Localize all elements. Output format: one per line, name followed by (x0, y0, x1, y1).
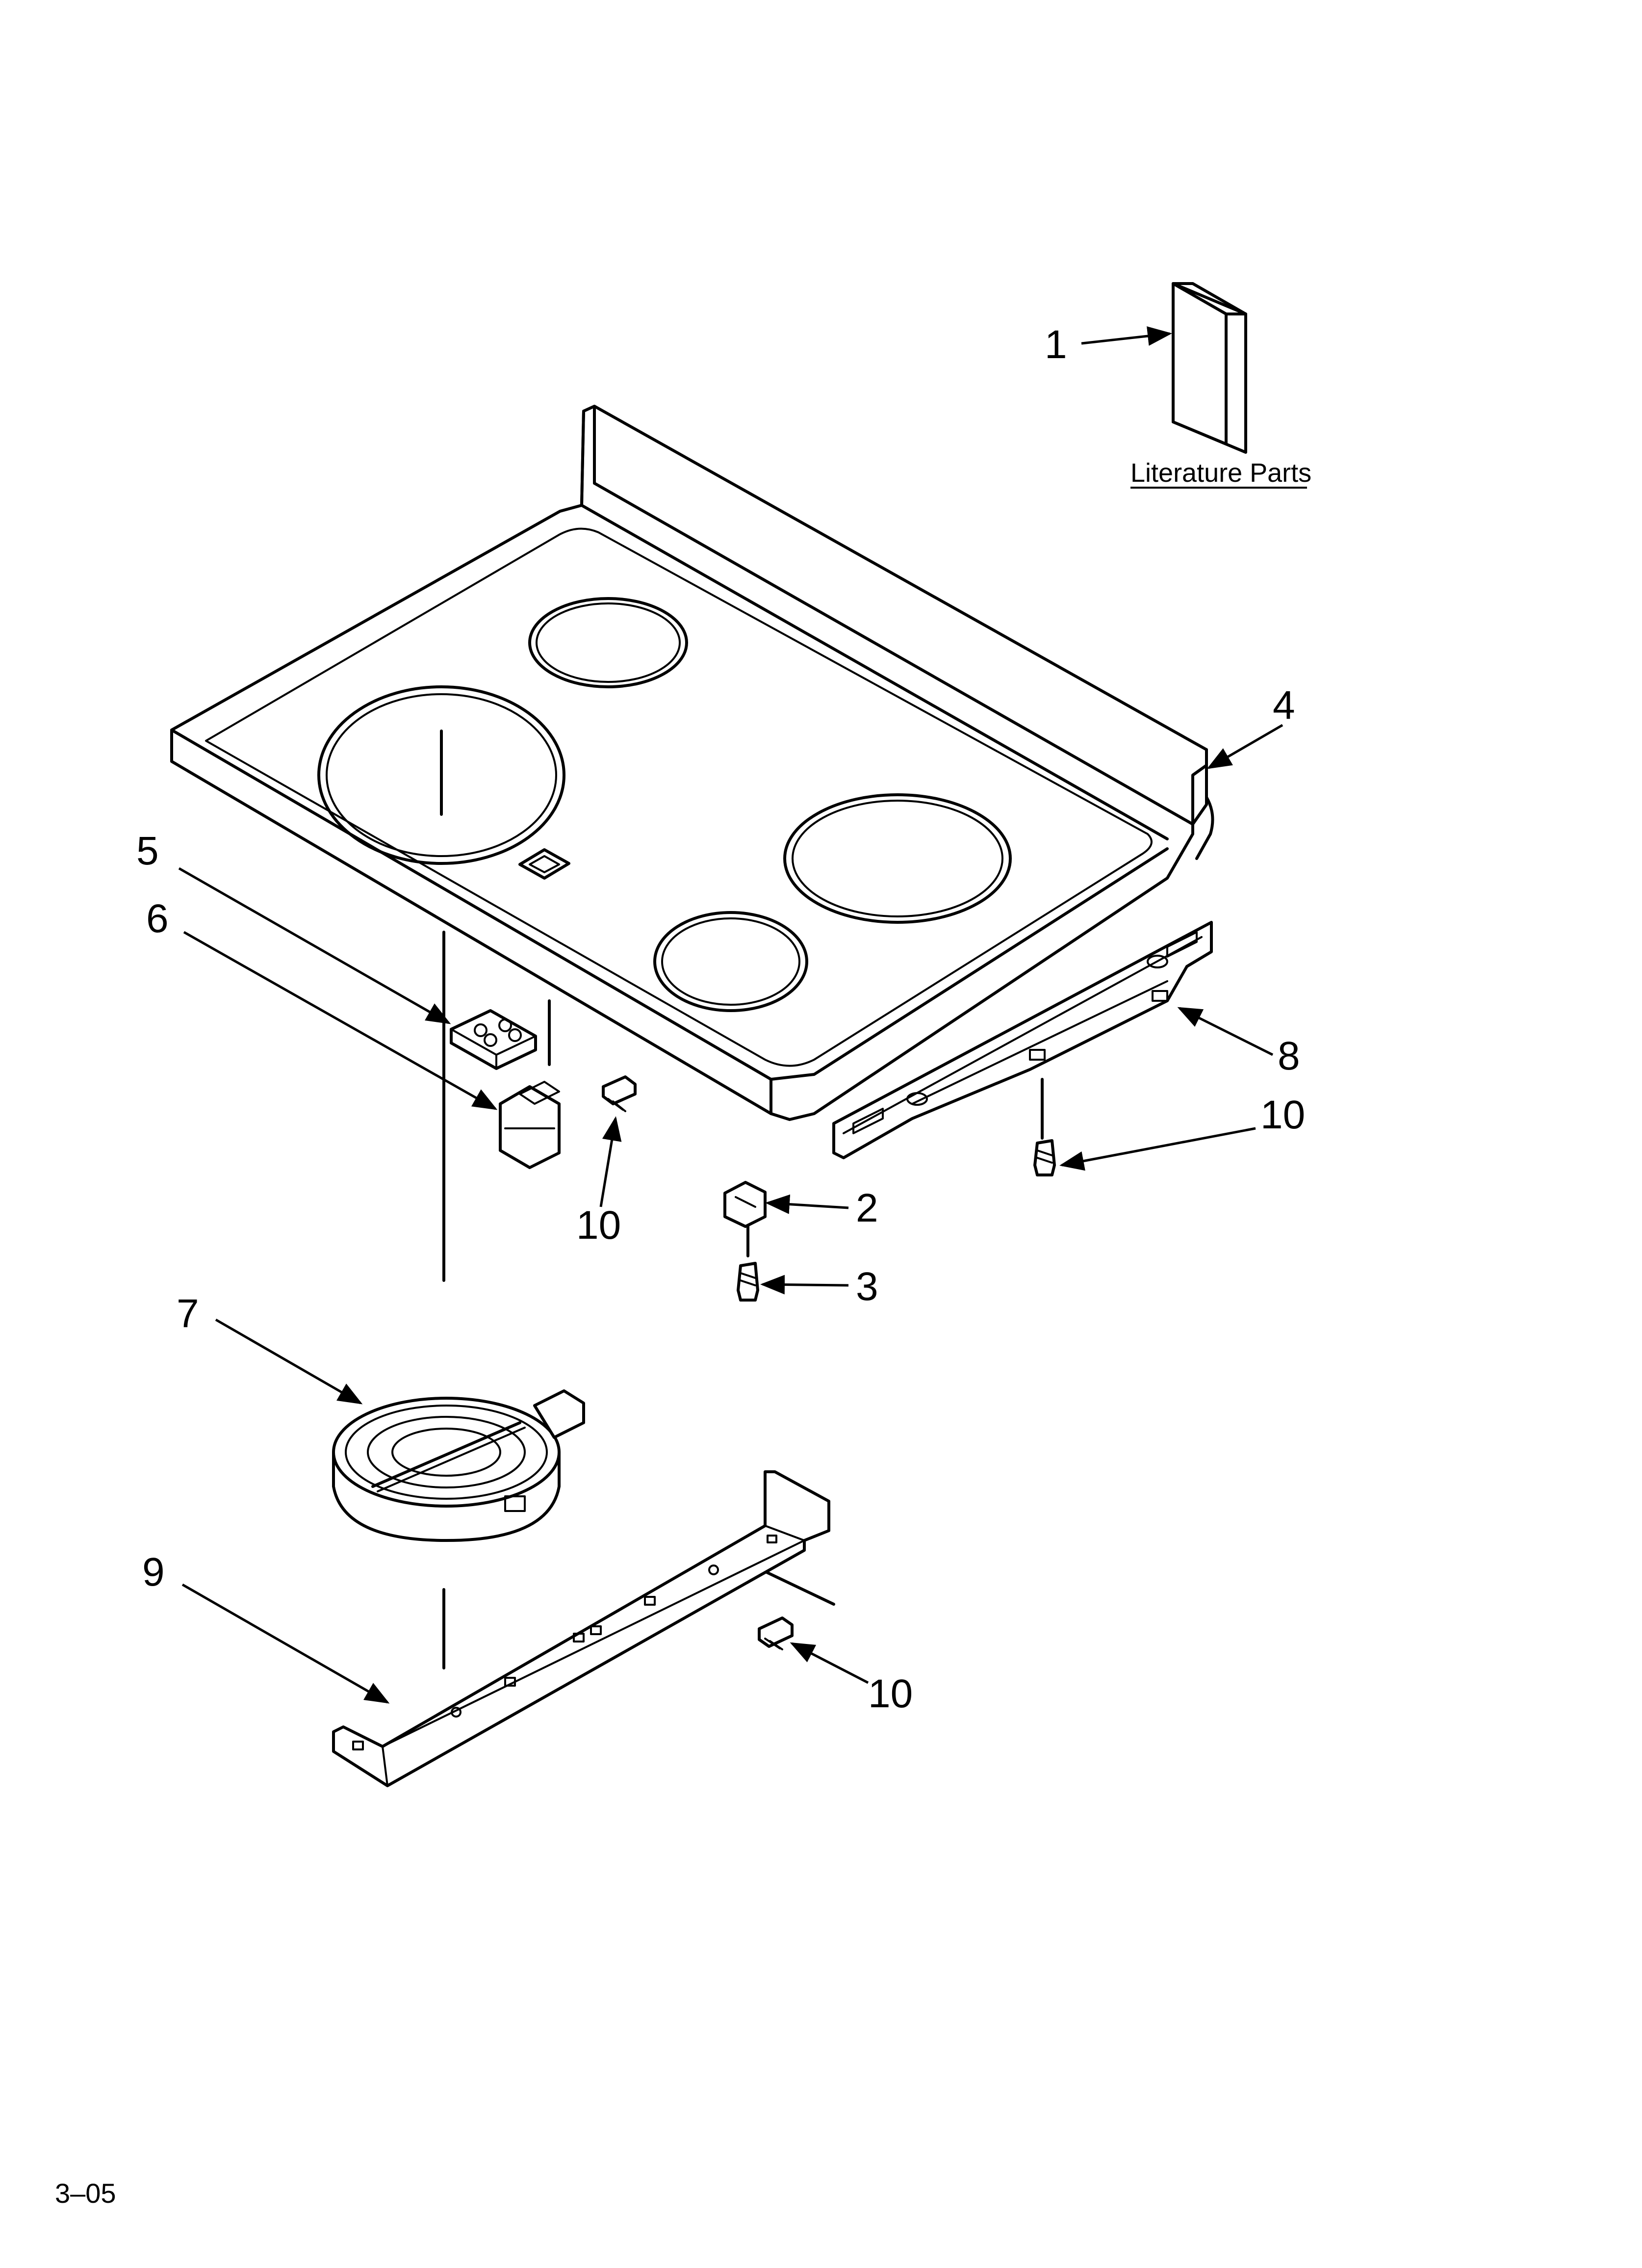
callout-5: 5 (136, 829, 159, 873)
burner-front-small (653, 911, 808, 1012)
burner-right-large (783, 793, 1012, 924)
clip (723, 1181, 767, 1228)
screw-bottom-bracket (758, 1616, 794, 1650)
footer-code: 3–05 (55, 2178, 116, 2209)
callout-10-bottom: 10 (868, 1671, 913, 1716)
hot-surface-indicator (518, 848, 570, 880)
callout-4: 4 (1273, 683, 1295, 728)
screw-bracket (602, 1075, 637, 1112)
callout-7: 7 (177, 1291, 199, 1336)
callout-9: 9 (142, 1550, 165, 1594)
callout-8: 8 (1278, 1034, 1300, 1078)
callout-1: 1 (1045, 322, 1067, 367)
literature-parts-label: Literature Parts (1130, 458, 1311, 488)
cooktop (170, 405, 1214, 1121)
surface-element (332, 1389, 585, 1542)
literature-booklet (1172, 282, 1247, 454)
burner-rear-small (528, 597, 688, 688)
screw-rear-bracket (1033, 1139, 1056, 1176)
burner-left-large (317, 685, 565, 865)
element-bracket (332, 1470, 830, 1787)
screw-clip (737, 1262, 759, 1302)
rear-bracket (832, 921, 1213, 1159)
callout-10-bracket: 10 (576, 1203, 621, 1248)
callout-3: 3 (856, 1264, 878, 1309)
terminal-bracket (499, 1081, 561, 1169)
callout-10-rear: 10 (1260, 1093, 1305, 1137)
leader-lines (178, 326, 1283, 1704)
callout-6: 6 (146, 896, 169, 941)
callout-2: 2 (856, 1186, 878, 1230)
terminal-block (450, 1009, 537, 1070)
